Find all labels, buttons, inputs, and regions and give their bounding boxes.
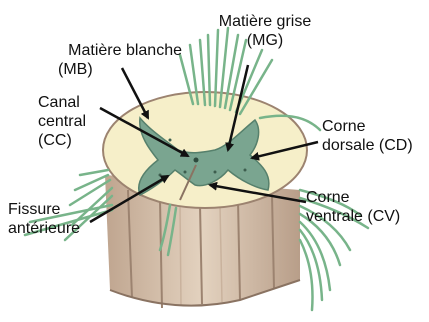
label-line: Canal [38, 93, 86, 112]
label-fissure-anterieure: Fissure antérieure [8, 200, 80, 238]
label-corne-dorsale: Corne dorsale (CD) [322, 117, 413, 155]
label-line: dorsale (CD) [322, 136, 413, 155]
label-line: central [38, 112, 86, 131]
label-line: ventrale (CV) [306, 207, 400, 226]
label-matiere-grise: Matière grise (MG) [205, 12, 325, 50]
label-corne-ventrale: Corne ventrale (CV) [306, 188, 400, 226]
label-line: Fissure [8, 200, 80, 219]
label-matiere-blanche: Matière blanche (MB) [58, 41, 182, 79]
label-canal-central: Canal central (CC) [38, 93, 86, 150]
white-matter [103, 92, 307, 208]
label-line: Matière blanche [58, 41, 182, 60]
label-line: Corne [306, 188, 400, 207]
label-line: antérieure [8, 219, 80, 238]
label-line: Corne [322, 117, 413, 136]
label-line: (CC) [38, 131, 86, 150]
label-line: Matière grise [205, 12, 325, 31]
label-line: (MB) [58, 60, 182, 79]
label-line: (MG) [205, 31, 325, 50]
